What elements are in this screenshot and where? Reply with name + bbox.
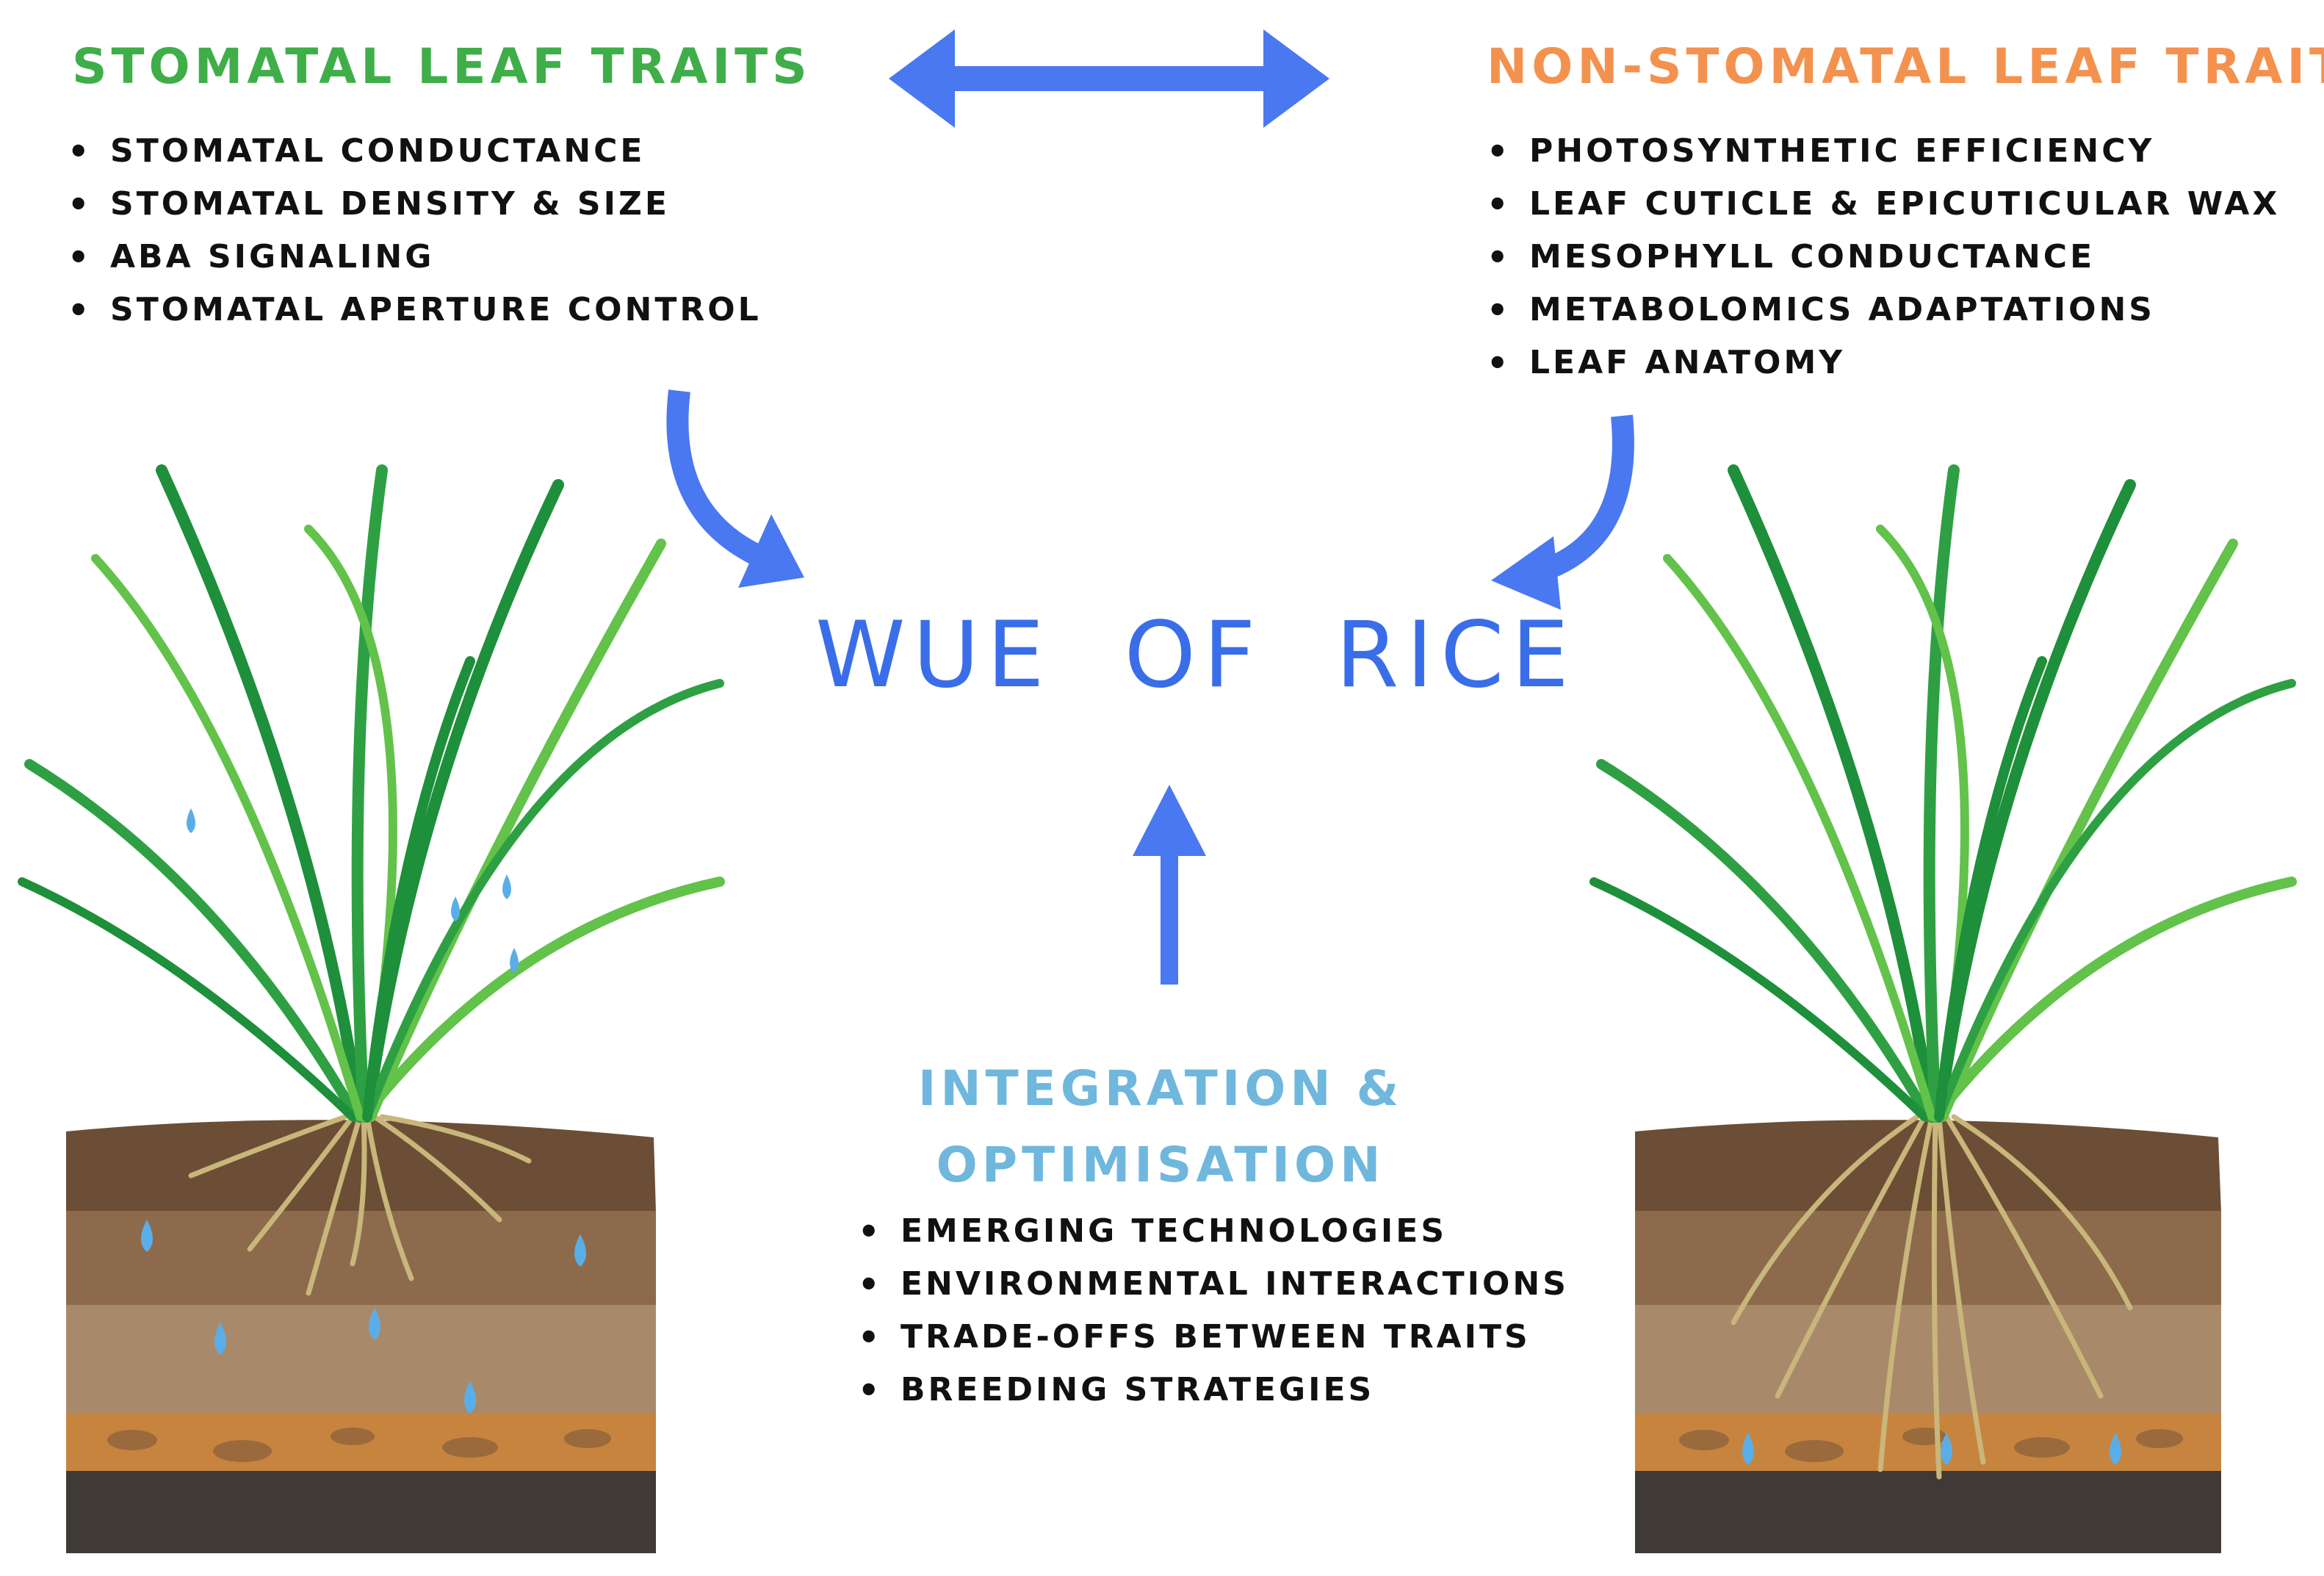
nonstomatal-traits-heading: NON-STOMATAL LEAF TRAITS xyxy=(1487,38,2324,95)
integration-list: EMERGING TECHNOLOGIES ENVIRONMENTAL INTE… xyxy=(858,1205,1569,1417)
soil-block-left xyxy=(66,1120,656,1553)
list-item: MESOPHYLL CONDUCTANCE xyxy=(1487,231,2280,284)
up-arrow-icon xyxy=(1133,785,1206,985)
list-item: LEAF CUTICLE & EPICUTICULAR WAX xyxy=(1487,178,2280,231)
list-item: BREEDING STRATEGIES xyxy=(858,1364,1569,1417)
double-arrow-icon xyxy=(889,29,1329,128)
rice-plant-left xyxy=(18,464,725,1553)
list-item: PHOTOSYNTHETIC EFFICIENCY xyxy=(1487,125,2280,178)
wue-title: WUE OF RICE xyxy=(815,602,1576,708)
leaves-left xyxy=(18,464,725,1123)
water-drops-left xyxy=(141,808,586,1414)
list-item: ABA SIGNALING xyxy=(68,231,762,284)
roots-left xyxy=(188,1114,532,1296)
list-item: STOMATAL APERTURE CONTROL xyxy=(68,284,762,337)
integration-heading-line2: OPTIMISATION xyxy=(936,1137,1385,1193)
list-item: TRADE-OFFS BETWEEN TRAITS xyxy=(858,1311,1569,1364)
list-item: STOMATAL CONDUCTANCE xyxy=(68,125,762,178)
curved-arrow-left-icon xyxy=(666,389,804,588)
list-item: EMERGING TECHNOLOGIES xyxy=(858,1205,1569,1258)
integration-heading-line1: INTEGRATION & xyxy=(917,1060,1404,1117)
roots-right xyxy=(1731,1114,2133,1480)
stomatal-traits-heading: STOMATAL LEAF TRAITS xyxy=(72,38,812,95)
stomatal-traits-list: STOMATAL CONDUCTANCE STOMATAL DENSITY & … xyxy=(68,125,762,337)
list-item: METABOLOMICS ADAPTATIONS xyxy=(1487,284,2280,337)
rice-plant-right xyxy=(1589,464,2297,1553)
leaves-right xyxy=(1589,464,2297,1123)
curved-arrow-right-icon xyxy=(1491,414,1634,610)
water-drops-right xyxy=(1742,1433,2121,1465)
list-item: ENVIRONMENTAL INTERACTIONS xyxy=(858,1258,1569,1311)
integration-heading: INTEGRATION & OPTIMISATION xyxy=(881,1051,1440,1203)
soil-block-right xyxy=(1635,1120,2221,1553)
nonstomatal-traits-list: PHOTOSYNTHETIC EFFICIENCY LEAF CUTICLE &… xyxy=(1487,125,2280,389)
list-item: LEAF ANATOMY xyxy=(1487,337,2280,389)
list-item: STOMATAL DENSITY & SIZE xyxy=(68,178,762,231)
